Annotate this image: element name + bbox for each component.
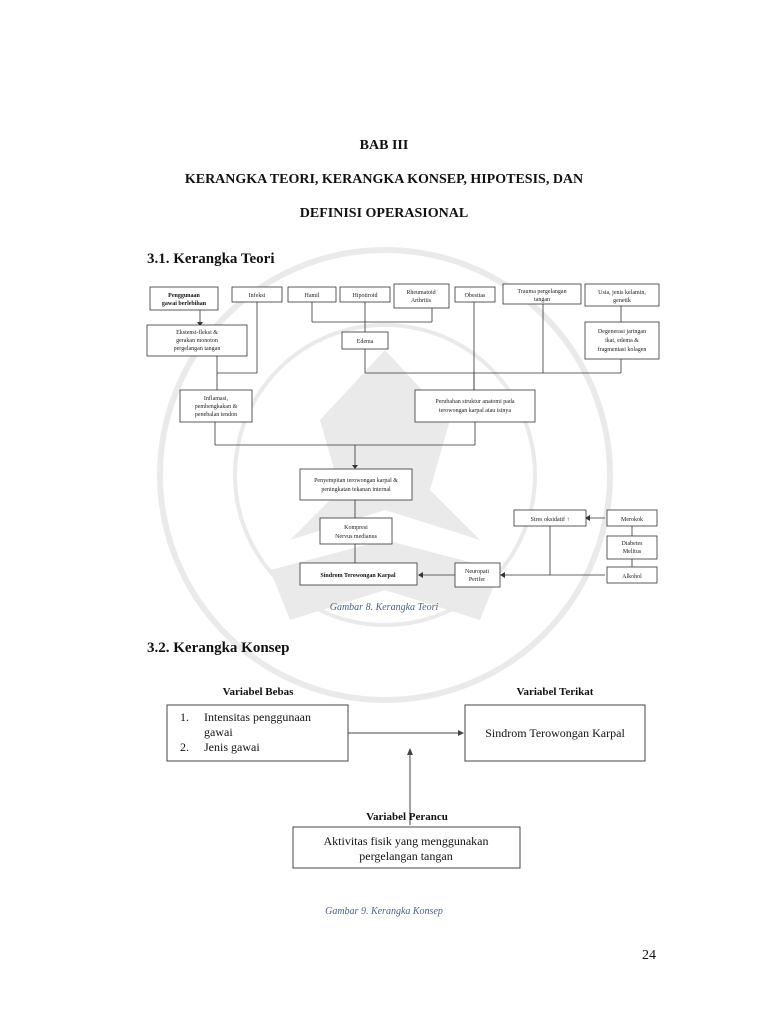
node-diabetes-l2: Melitus	[623, 549, 642, 555]
node-stres: Stres oksidatif ↑	[531, 516, 570, 523]
node-neuropati-l1: Neuropati	[465, 569, 489, 575]
perancu-line2: pergelangan tangan	[359, 849, 452, 863]
section-title-kerangka-teori: 3.1. Kerangka Teori	[147, 251, 275, 267]
node-kompresi-l1: Kompresi	[344, 525, 368, 531]
node-neuropati-l2: Perifer	[469, 576, 485, 583]
section-title-kerangka-konsep: 3.2. Kerangka Konsep	[147, 640, 290, 656]
node-kompresi-l2: Nervus medianus	[335, 534, 377, 540]
node-ekstensi-l2: gerakan monoton	[176, 338, 218, 344]
node-perubahan-l2: terowongan karpal atau isinya	[439, 408, 511, 414]
figure-caption-8: Gambar 8. Kerangka Teori	[329, 602, 439, 613]
chapter-title-line1: KERANGKA TEORI, KERANGKA KONSEP, HIPOTES…	[184, 172, 584, 187]
node-hamil: Hamil	[305, 293, 320, 299]
perancu-line1: Aktivitas fisik yang menggunakan	[324, 834, 489, 848]
node-alkohol: Alkohol	[622, 574, 642, 580]
page-number: 24	[642, 948, 656, 963]
label-variabel-terikat: Variabel Terikat	[517, 686, 594, 698]
node-diabetes-l1: Diabetes	[622, 541, 644, 547]
node-rheumatoid-l1: Rheumatoid	[406, 290, 435, 296]
node-inflamasi-l1: Inflamasi,	[204, 395, 229, 402]
node-usia-l2: genetik	[613, 298, 631, 304]
node-hipotiroid: Hipotiroid	[353, 293, 378, 299]
figure-caption-9: Gambar 9. Kerangka Konsep	[325, 906, 443, 917]
node-sindrom: Sindrom Terowongan Karpal	[320, 573, 395, 579]
node-degenerasi-l2: ikat, edema &	[605, 338, 639, 344]
node-trauma-l2: tangan	[534, 297, 550, 303]
node-ekstensi-l3: pergelangan tangan	[174, 346, 221, 352]
node-gawai-l2: gawai berlebihan	[162, 301, 207, 307]
chapter-title-line2: DEFINISI OPERASIONAL	[299, 206, 469, 221]
node-degenerasi-l3: fragmentasi kolagen	[598, 346, 647, 353]
label-variabel-perancu: Variabel Perancu	[366, 811, 448, 823]
node-merokok: Merokok	[621, 517, 643, 523]
node-usia-l1: Usia, jenis kelamin,	[598, 290, 646, 296]
node-trauma-l1: Trauma pergelangan	[517, 289, 566, 295]
node-inflamasi-l3: penebalan tendon	[195, 412, 237, 418]
node-gawai-l1: Penggunaan	[168, 293, 200, 299]
label-variabel-bebas: Variabel Bebas	[223, 686, 295, 698]
bebas-item-2-line1: Jenis gawai	[204, 740, 260, 754]
node-inflamasi-l2: pembengkakan &	[195, 404, 238, 410]
node-degenerasi-l1: Degenerasi jaringan	[598, 329, 646, 335]
node-penyempitan-l2: peningkatan tekanan internal	[321, 487, 391, 493]
node-infeksi: Infeksi	[249, 292, 266, 299]
bebas-item-1-line2: gawai	[204, 725, 233, 739]
node-edema: Edema	[357, 339, 374, 345]
terikat-text: Sindrom Terowongan Karpal	[485, 726, 625, 740]
bebas-item-1-num: 1.	[180, 710, 189, 724]
node-penyempitan-l1: Penyempitan terowongan karpal &	[314, 478, 398, 484]
node-ekstensi-l1: Ekstensi-fleksi &	[176, 329, 218, 336]
node-perubahan-l1: Perubahan struktur anatomi pada	[435, 399, 514, 405]
node-obesitas: Obesitas	[465, 293, 486, 299]
bebas-item-1-line1: Intensitas penggunaan	[204, 710, 311, 724]
chapter-number: BAB III	[359, 138, 409, 153]
bebas-item-2-num: 2.	[180, 740, 189, 754]
node-rheumatoid-l2: Arthritis	[411, 298, 432, 304]
